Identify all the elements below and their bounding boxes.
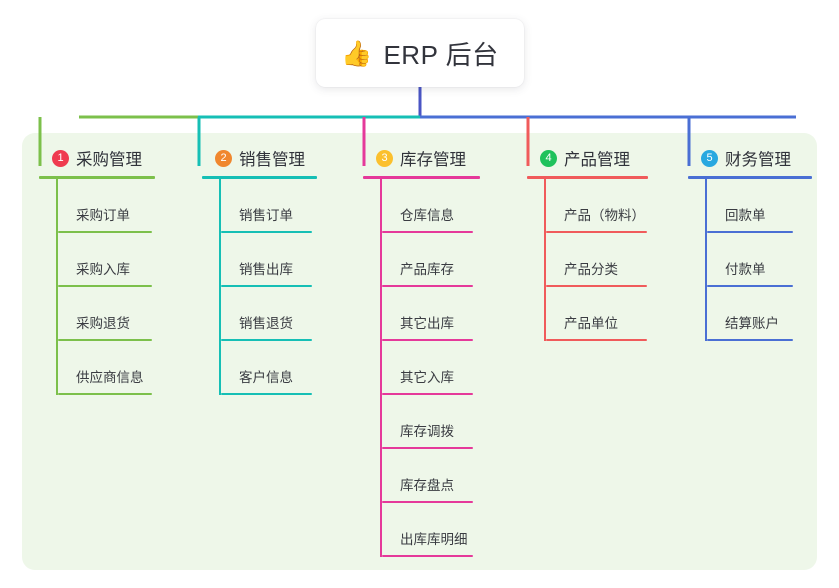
branch-item-underline	[707, 285, 793, 287]
branch-item-underline	[546, 231, 647, 233]
branch-item-label: 采购订单	[76, 208, 130, 223]
branch-number-badge: 3	[376, 149, 393, 167]
root-node-content: 👍 ERP 后台	[341, 35, 498, 72]
branch-header-5[interactable]: 5 财务管理	[688, 146, 812, 170]
branch-column-5: 5 财务管理回款单付款单结算账户	[688, 146, 812, 341]
branch-item-underline	[221, 231, 312, 233]
branch-item-label: 库存盘点	[400, 478, 454, 493]
branch-item[interactable]: 销售出库	[219, 233, 317, 287]
branch-item-label: 供应商信息	[76, 370, 144, 385]
branch-item-underline	[58, 339, 152, 341]
branch-header-3[interactable]: 3 库存管理	[363, 146, 480, 170]
branch-item-underline	[58, 285, 152, 287]
branch-item[interactable]: 回款单	[705, 179, 812, 233]
branch-item[interactable]: 销售订单	[219, 179, 317, 233]
branch-number-badge: 1	[52, 149, 69, 167]
branch-item[interactable]: 客户信息	[219, 341, 317, 395]
branch-title: 产品管理	[564, 151, 630, 169]
branch-item-label: 采购退货	[76, 316, 130, 331]
diagram-panel	[22, 133, 817, 570]
branch-item[interactable]: 付款单	[705, 233, 812, 287]
branch-item[interactable]: 采购退货	[56, 287, 155, 341]
branch-item[interactable]: 产品单位	[544, 287, 648, 341]
branch-item-label: 客户信息	[239, 370, 293, 385]
branch-item[interactable]: 销售退货	[219, 287, 317, 341]
branch-item[interactable]: 供应商信息	[56, 341, 155, 395]
branch-item-label: 其它入库	[400, 370, 454, 385]
branch-item-underline	[382, 231, 473, 233]
branch-underline	[39, 176, 155, 179]
branch-title: 采购管理	[76, 151, 142, 169]
branch-underline	[202, 176, 317, 179]
root-title: ERP 后台	[383, 39, 499, 70]
branch-item-label: 出库库明细	[400, 532, 468, 547]
branch-item[interactable]: 库存调拨	[380, 395, 480, 449]
branch-item-label: 仓库信息	[400, 208, 454, 223]
thumbs-up-icon: 👍	[341, 38, 373, 68]
branch-title: 财务管理	[725, 151, 791, 169]
branch-item-label: 销售退货	[239, 316, 293, 331]
branch-items: 采购订单采购入库采购退货供应商信息	[56, 179, 155, 395]
branch-item[interactable]: 库存盘点	[380, 449, 480, 503]
branch-header-1[interactable]: 1 采购管理	[39, 146, 155, 170]
branch-item-underline	[221, 393, 312, 395]
branch-item-underline	[382, 555, 473, 557]
branch-item-underline	[382, 447, 473, 449]
branch-column-4: 4 产品管理产品（物料） 产品分类产品单位	[527, 146, 648, 341]
branch-item[interactable]: 采购入库	[56, 233, 155, 287]
branch-item-label: 结算账户	[725, 316, 779, 331]
branch-item-underline	[382, 285, 473, 287]
branch-item-underline	[382, 501, 473, 503]
branch-item-underline	[58, 231, 152, 233]
branch-item-label: 采购入库	[76, 262, 130, 277]
branch-column-1: 1 采购管理采购订单采购入库采购退货供应商信息	[39, 146, 155, 395]
branch-number-badge: 2	[215, 149, 232, 167]
branch-item-label: 产品分类	[564, 262, 618, 277]
root-node[interactable]: 👍 ERP 后台	[316, 19, 524, 87]
branch-item-label: 销售订单	[239, 208, 293, 223]
branch-item-underline	[382, 339, 473, 341]
branch-item[interactable]: 其它入库	[380, 341, 480, 395]
branch-item-label: 产品库存	[400, 262, 454, 277]
branch-item-underline	[707, 339, 793, 341]
branch-item-underline	[221, 339, 312, 341]
branch-item-underline	[221, 285, 312, 287]
branch-header-4[interactable]: 4 产品管理	[527, 146, 648, 170]
branch-number-badge: 5	[701, 149, 718, 167]
branch-item-label: 产品单位	[564, 316, 618, 331]
branch-items: 销售订单销售出库销售退货客户信息	[219, 179, 317, 395]
branch-item[interactable]: 仓库信息	[380, 179, 480, 233]
branch-items: 产品（物料） 产品分类产品单位	[544, 179, 648, 341]
branch-item-label: 销售出库	[239, 262, 293, 277]
branch-item[interactable]: 产品库存	[380, 233, 480, 287]
branch-item-label: 产品（物料）	[564, 208, 645, 223]
branch-item-underline	[58, 393, 152, 395]
branch-item[interactable]: 出库库明细	[380, 503, 480, 557]
branch-number-badge: 4	[540, 149, 557, 167]
branch-item[interactable]: 产品（物料）	[544, 179, 648, 233]
branch-item-underline	[546, 285, 647, 287]
branch-underline	[363, 176, 480, 179]
branch-item-underline	[546, 339, 647, 341]
branch-underline	[527, 176, 648, 179]
branch-item[interactable]: 产品分类	[544, 233, 648, 287]
branch-underline	[688, 176, 812, 179]
branch-item-label: 其它出库	[400, 316, 454, 331]
branch-item[interactable]: 采购订单	[56, 179, 155, 233]
branch-item[interactable]: 结算账户	[705, 287, 812, 341]
branch-items: 仓库信息产品库存其它出库其它入库库存调拨库存盘点出库库明细	[380, 179, 480, 557]
branch-item-underline	[707, 231, 793, 233]
branch-item-label: 付款单	[725, 262, 766, 277]
branch-items: 回款单付款单结算账户	[705, 179, 812, 341]
branch-column-2: 2 销售管理销售订单销售出库销售退货客户信息	[202, 146, 317, 395]
branch-item-label: 回款单	[725, 208, 766, 223]
branch-column-3: 3 库存管理仓库信息产品库存其它出库其它入库库存调拨库存盘点出库库明细	[363, 146, 480, 557]
branch-header-2[interactable]: 2 销售管理	[202, 146, 317, 170]
branch-item[interactable]: 其它出库	[380, 287, 480, 341]
branch-item-underline	[382, 393, 473, 395]
branch-title: 销售管理	[239, 151, 305, 169]
branch-item-label: 库存调拨	[400, 424, 454, 439]
branch-title: 库存管理	[400, 151, 466, 169]
